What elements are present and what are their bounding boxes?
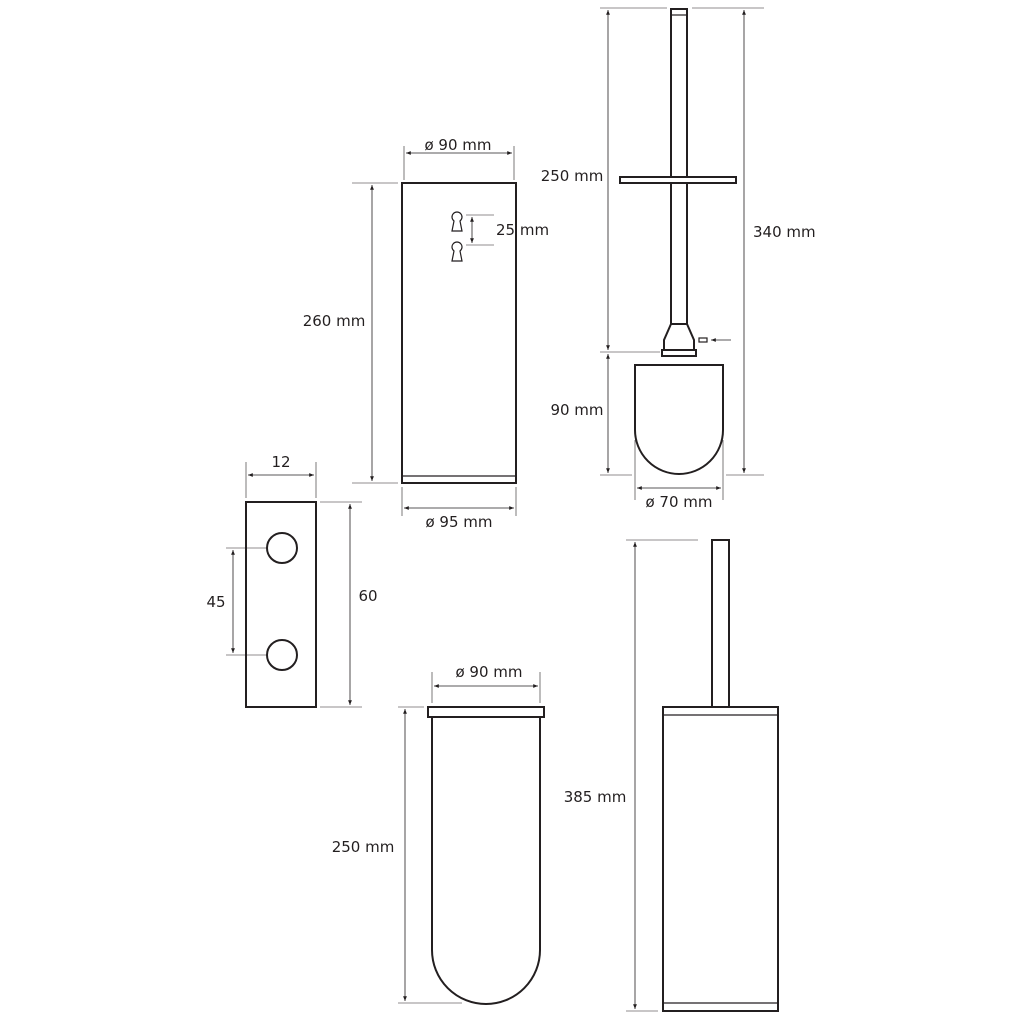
keyhole-upper-icon bbox=[451, 211, 463, 232]
brush-collar bbox=[663, 323, 695, 351]
glass-bowl: ø 90 mm 250 mm bbox=[332, 663, 545, 1005]
label-bracket-width: 12 bbox=[271, 453, 290, 471]
label-bracket-hole-spacing: 45 bbox=[206, 593, 225, 611]
label-bowl-diameter: ø 90 mm bbox=[455, 663, 522, 681]
label-keyhole-spacing: 25 mm bbox=[496, 221, 549, 239]
bracket-hole-upper bbox=[266, 532, 298, 564]
wall-plate-body bbox=[401, 182, 517, 484]
assembled-set: 385 mm bbox=[564, 539, 779, 1012]
bowl-body bbox=[431, 716, 541, 1005]
wall-plate: ø 90 mm 260 mm 25 mm ø 95 mm bbox=[303, 136, 549, 531]
label-brush-head-diameter: ø 70 mm bbox=[645, 493, 712, 511]
keyhole-lower-icon bbox=[451, 241, 463, 262]
brush-handle bbox=[670, 8, 688, 330]
label-assembly-height: 385 mm bbox=[564, 788, 627, 806]
bowl-rim bbox=[427, 706, 545, 718]
assembly-body bbox=[662, 706, 779, 1012]
assembly-handle bbox=[711, 539, 730, 708]
brush-head bbox=[634, 364, 724, 475]
bracket-hole-lower bbox=[266, 639, 298, 671]
label-brush-handle-length: 250 mm bbox=[541, 167, 604, 185]
label-wall-plate-bottom-diameter: ø 95 mm bbox=[425, 513, 492, 531]
label-wall-plate-height: 260 mm bbox=[303, 312, 366, 330]
label-brush-total-length: 340 mm bbox=[753, 223, 816, 241]
label-brush-head-height: 90 mm bbox=[550, 401, 603, 419]
toilet-brush: 250 mm 340 mm 90 mm ø 70 mm bbox=[541, 7, 816, 511]
brush-lid-disc bbox=[619, 176, 737, 184]
label-bowl-height: 250 mm bbox=[332, 838, 395, 856]
label-bracket-height: 60 bbox=[358, 587, 377, 605]
label-wall-plate-top-diameter: ø 90 mm bbox=[424, 136, 491, 154]
wall-bracket: 12 45 60 bbox=[206, 453, 378, 708]
seal-ring-icon bbox=[698, 337, 708, 343]
